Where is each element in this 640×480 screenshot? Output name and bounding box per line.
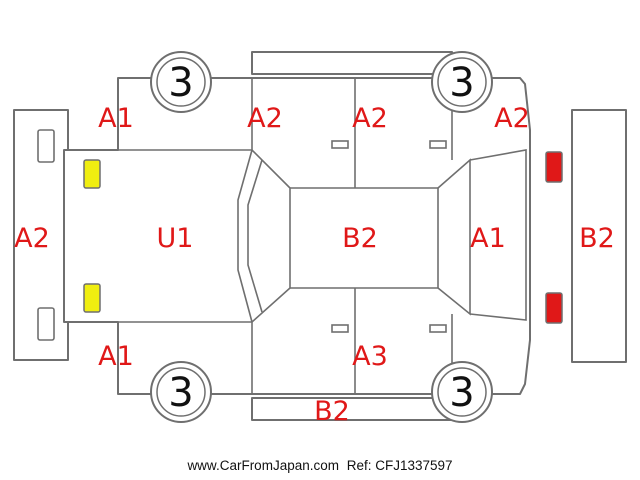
taillamp-bottom xyxy=(545,292,563,324)
taillamp-top xyxy=(545,151,563,183)
wheel-top-left: 3 xyxy=(150,51,212,113)
wheel-bottom-right-score: 3 xyxy=(449,370,474,416)
top-front-handle xyxy=(331,140,349,149)
wheel-bottom-right: 3 xyxy=(431,361,493,423)
hood-outline xyxy=(118,149,291,323)
front-bumper-slot-bottom xyxy=(37,307,55,341)
wheel-bottom-left-score: 3 xyxy=(168,370,193,416)
top-rear-handle xyxy=(429,140,447,149)
front-bumper-slot-top xyxy=(37,129,55,163)
label-left-rear-door: A2 xyxy=(352,103,388,134)
front-bumper xyxy=(13,109,69,361)
windshield-inner xyxy=(247,159,263,313)
label-left-front-door: A2 xyxy=(247,103,283,134)
wheel-top-right: 3 xyxy=(431,51,493,113)
label-left-quarter: A2 xyxy=(494,103,530,134)
roof-rail-top xyxy=(251,51,453,75)
rocker-bottom xyxy=(251,397,453,421)
bottom-rear-handle xyxy=(429,324,447,333)
label-hood: U1 xyxy=(157,223,194,254)
footer-site: www.CarFromJapan.com xyxy=(187,458,339,473)
footer-credit: www.CarFromJapan.com Ref: CFJ1337597 xyxy=(0,458,640,473)
wheel-top-right-score: 3 xyxy=(449,60,474,106)
wheel-bottom-left: 3 xyxy=(150,361,212,423)
label-right-rear-door: A3 xyxy=(352,341,388,372)
car-body xyxy=(63,77,531,395)
label-rear-bumper: B2 xyxy=(579,223,615,254)
footer-ref: Ref: CFJ1337597 xyxy=(346,458,453,473)
rear-bumper xyxy=(571,109,627,363)
label-right-rocker: B2 xyxy=(314,396,350,427)
wheel-top-left-score: 3 xyxy=(168,60,193,106)
trunk-outline xyxy=(469,149,527,321)
label-front-left-fender: A1 xyxy=(98,103,134,134)
windshield xyxy=(237,149,253,323)
rear-window xyxy=(437,158,471,316)
headlamp-top xyxy=(83,159,101,189)
headlamp-bottom xyxy=(83,283,101,313)
label-trunk: A1 xyxy=(470,223,506,254)
label-front-bumper: A2 xyxy=(14,223,50,254)
roof-outline xyxy=(290,187,439,289)
bottom-front-handle xyxy=(331,324,349,333)
label-roof: B2 xyxy=(342,223,378,254)
label-front-right-fender: A1 xyxy=(98,341,134,372)
